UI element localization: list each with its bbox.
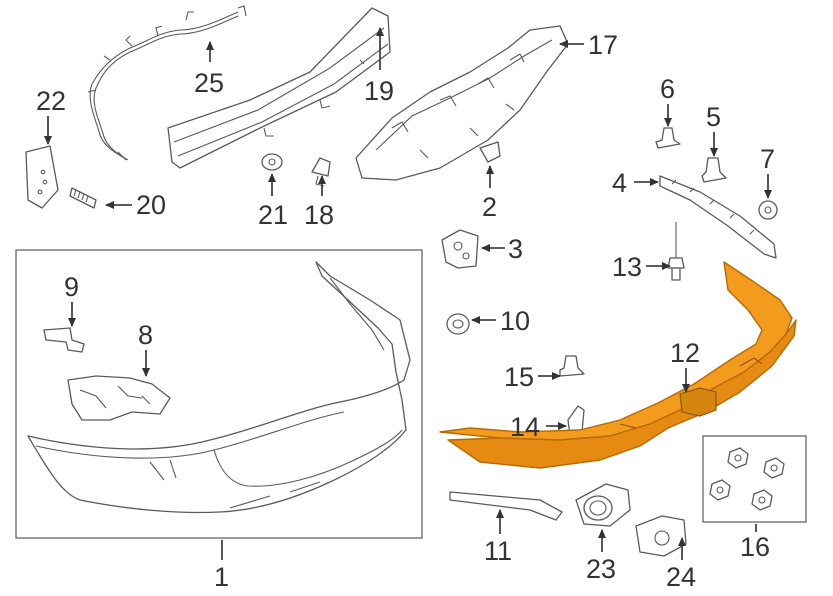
- callout-18: 18: [304, 200, 334, 230]
- part-24-sensor-bracket[interactable]: [635, 515, 687, 557]
- callout-14: 14: [510, 412, 540, 442]
- leader-lines: [44, 27, 772, 560]
- callout-13: 13: [612, 252, 642, 282]
- callout-16: 16: [740, 532, 770, 562]
- part-15-clip[interactable]: [559, 355, 585, 377]
- part-19-reinforcement-beam[interactable]: [167, 7, 391, 169]
- part-8-bracket[interactable]: [67, 375, 171, 421]
- part-23-parking-sensor[interactable]: [575, 483, 631, 527]
- part-9-stud[interactable]: [43, 327, 85, 353]
- part-11-trim-strip[interactable]: [449, 491, 563, 521]
- part-7-nut[interactable]: [758, 200, 778, 220]
- part-2-retainer[interactable]: [479, 141, 501, 163]
- part-20-stud[interactable]: [69, 187, 97, 209]
- callout-15: 15: [504, 362, 534, 392]
- part-25-wiring-harness[interactable]: [87, 5, 247, 161]
- part-18-push-pin[interactable]: [311, 157, 331, 187]
- part-16-frame: [702, 435, 807, 523]
- part-4-side-bracket[interactable]: [659, 175, 777, 259]
- callout-12: 12: [670, 338, 700, 368]
- callout-2: 2: [482, 192, 497, 222]
- part-1-bumper-cover[interactable]: [27, 261, 411, 514]
- part-10-grommet[interactable]: [446, 313, 470, 335]
- callout-22: 22: [36, 86, 66, 116]
- callout-11: 11: [484, 536, 512, 566]
- part-1-frame: [15, 249, 423, 539]
- part-3-bracket[interactable]: [441, 229, 479, 269]
- callout-25: 25: [194, 68, 224, 98]
- callout-20: 20: [136, 190, 166, 220]
- part-13-screw[interactable]: [667, 222, 685, 281]
- callout-8: 8: [138, 320, 153, 350]
- callout-6: 6: [660, 74, 675, 104]
- callout-21: 21: [258, 200, 288, 230]
- callout-3: 3: [508, 234, 523, 264]
- part-21-nut[interactable]: [261, 153, 283, 171]
- part-12-valance-highlighted[interactable]: [439, 261, 797, 469]
- callout-4: 4: [612, 168, 627, 198]
- callout-17: 17: [588, 30, 618, 60]
- callout-23: 23: [586, 554, 616, 584]
- callout-9: 9: [64, 272, 79, 302]
- callout-10: 10: [500, 306, 530, 336]
- part-16-bolt-set[interactable]: [709, 447, 785, 511]
- part-22-bracket-plate[interactable]: [25, 145, 59, 209]
- callout-7: 7: [760, 144, 775, 174]
- part-5-clip[interactable]: [701, 157, 727, 183]
- callout-24: 24: [666, 562, 696, 592]
- callout-1: 1: [214, 562, 229, 592]
- callout-5: 5: [706, 102, 721, 132]
- callout-19: 19: [364, 76, 394, 106]
- part-6-clip[interactable]: [655, 127, 681, 149]
- callout-labels: 22 25 19 17 20 21 18 2 3 6 5 7 4 13 10 1…: [36, 30, 775, 592]
